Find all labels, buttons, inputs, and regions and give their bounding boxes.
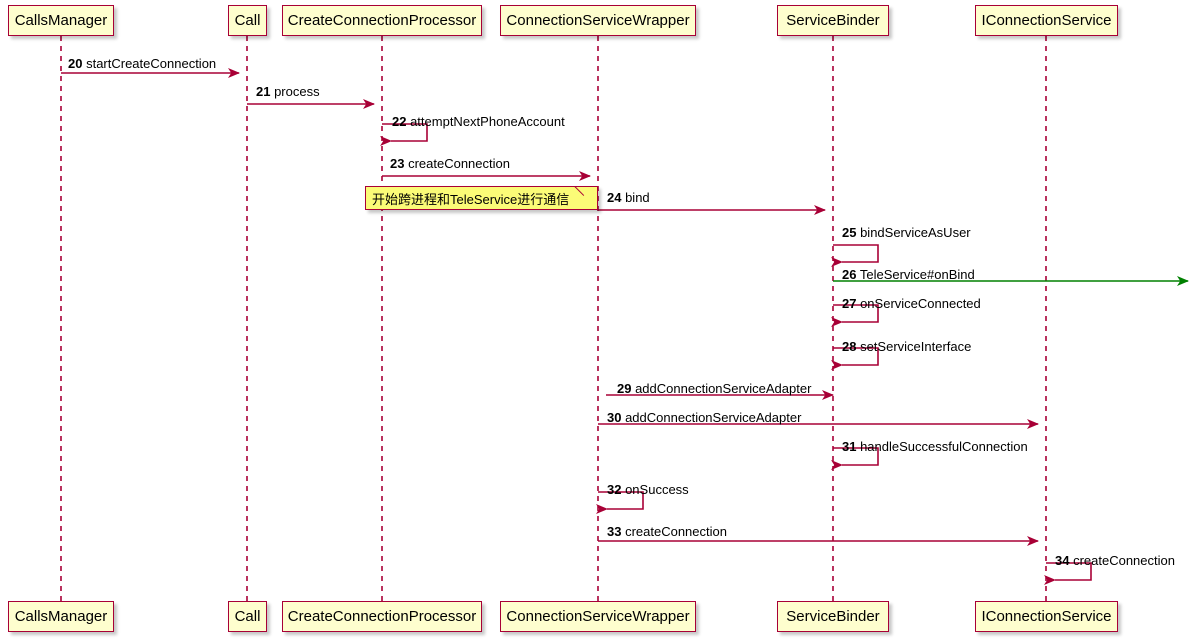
- message-label-27: 27 onServiceConnected: [842, 296, 981, 311]
- message-arrow-28: [831, 347, 879, 370]
- message-arrow-34: [1044, 562, 1092, 585]
- participant-top-servicebinder[interactable]: ServiceBinder: [777, 5, 889, 36]
- message-label-22: 22 attemptNextPhoneAccount: [392, 114, 565, 129]
- message-label-31: 31 handleSuccessfulConnection: [842, 439, 1028, 454]
- message-arrow-31: [831, 447, 879, 470]
- participant-top-connectionservicewrapper[interactable]: ConnectionServiceWrapper: [500, 5, 696, 36]
- message-label-30: 30 addConnectionServiceAdapter: [607, 410, 802, 425]
- message-label-26: 26 TeleService#onBind: [842, 267, 975, 282]
- participant-bottom-call[interactable]: Call: [228, 601, 267, 632]
- message-label-28: 28 setServiceInterface: [842, 339, 972, 354]
- message-label-34: 34 createConnection: [1055, 553, 1175, 568]
- participant-bottom-iconnectionservice[interactable]: IConnectionService: [975, 601, 1118, 632]
- participant-top-callsmanager[interactable]: CallsManager: [8, 5, 114, 36]
- participant-top-iconnectionservice[interactable]: IConnectionService: [975, 5, 1118, 36]
- participant-bottom-callsmanager[interactable]: CallsManager: [8, 601, 114, 632]
- message-label-29: 29 addConnectionServiceAdapter: [617, 381, 812, 396]
- participant-label: Call: [234, 608, 261, 625]
- message-label-21: 21 process: [256, 84, 320, 99]
- participant-label: CallsManager: [14, 12, 108, 29]
- message-label-32: 32 onSuccess: [607, 482, 689, 497]
- note-fold-line: [574, 186, 585, 196]
- participant-label: IConnectionService: [981, 608, 1112, 625]
- note-cross-process-communication: 开始跨进程和TeleService进行通信: [365, 186, 598, 210]
- participant-bottom-servicebinder[interactable]: ServiceBinder: [777, 601, 889, 632]
- participant-top-createconnectionprocessor[interactable]: CreateConnectionProcessor: [282, 5, 482, 36]
- message-label-23: 23 createConnection: [390, 156, 510, 171]
- participant-label: CallsManager: [14, 608, 108, 625]
- participant-label: Call: [234, 12, 261, 29]
- participant-label: ServiceBinder: [786, 12, 880, 29]
- participant-label: ConnectionServiceWrapper: [506, 608, 690, 625]
- participant-bottom-createconnectionprocessor[interactable]: CreateConnectionProcessor: [282, 601, 482, 632]
- participant-label: ConnectionServiceWrapper: [506, 12, 690, 29]
- participant-label: ServiceBinder: [786, 608, 880, 625]
- note-fold-corner-icon: [588, 187, 597, 196]
- message-label-25: 25 bindServiceAsUser: [842, 225, 971, 240]
- message-arrow-22: [380, 123, 428, 146]
- message-label-20: 20 startCreateConnection: [68, 56, 217, 71]
- message-label-24: 24 bind: [607, 190, 650, 205]
- message-label-33: 33 createConnection: [607, 524, 727, 539]
- participant-label: IConnectionService: [981, 12, 1112, 29]
- message-arrow-27: [831, 304, 879, 327]
- message-arrow-32: [596, 491, 644, 514]
- participant-label: CreateConnectionProcessor: [287, 12, 477, 29]
- participant-label: CreateConnectionProcessor: [287, 608, 477, 625]
- participant-bottom-connectionservicewrapper[interactable]: ConnectionServiceWrapper: [500, 601, 696, 632]
- message-arrow-25: [831, 244, 879, 267]
- note-text: 开始跨进程和TeleService进行通信: [372, 191, 570, 207]
- participant-top-call[interactable]: Call: [228, 5, 267, 36]
